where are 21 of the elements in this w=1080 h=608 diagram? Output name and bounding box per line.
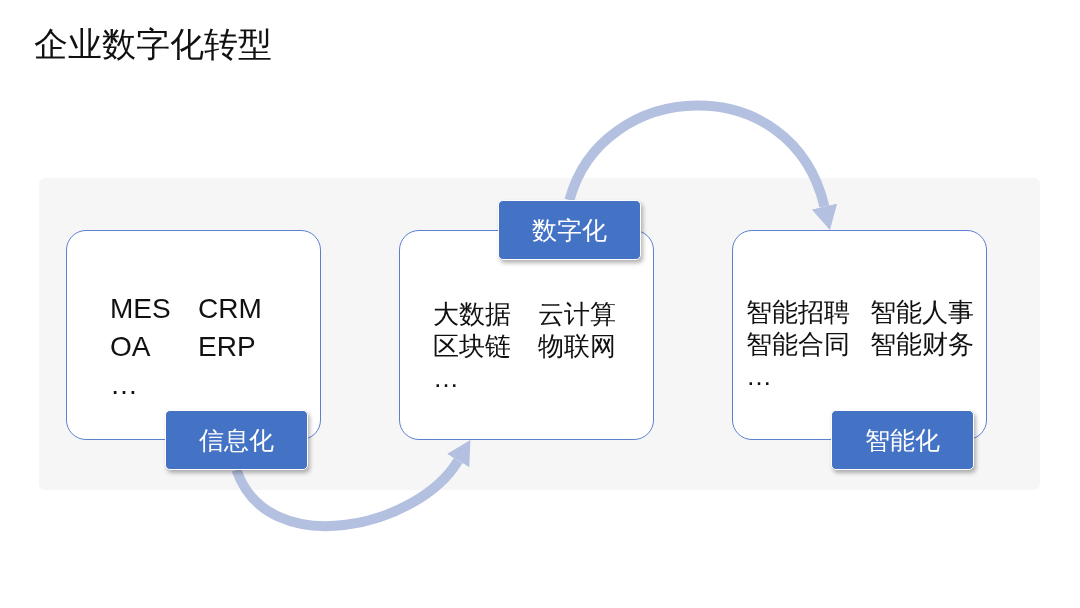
stage-tag: 信息化 [165, 410, 308, 470]
item-label: ERP [198, 330, 256, 364]
curved-arrow [232, 441, 473, 531]
item-label: … [433, 362, 459, 394]
item-label: OA [110, 330, 151, 364]
stage-tag: 智能化 [831, 410, 974, 470]
item-label: 云计算 [538, 298, 616, 330]
item-label: 物联网 [538, 330, 616, 362]
page-title: 企业数字化转型 [34, 24, 272, 65]
item-label: 智能人事 [870, 296, 974, 328]
item-label: 区块链 [433, 330, 511, 362]
item-label: … [110, 368, 138, 402]
item-label: CRM [198, 292, 262, 326]
stage-tag: 数字化 [498, 200, 641, 260]
item-label: 智能合同 [746, 328, 850, 360]
item-label: … [746, 360, 772, 392]
item-label: 智能招聘 [746, 296, 850, 328]
item-label: 智能财务 [870, 328, 974, 360]
item-label: 大数据 [433, 298, 511, 330]
curved-arrow [564, 100, 837, 230]
item-label: MES [110, 292, 171, 326]
